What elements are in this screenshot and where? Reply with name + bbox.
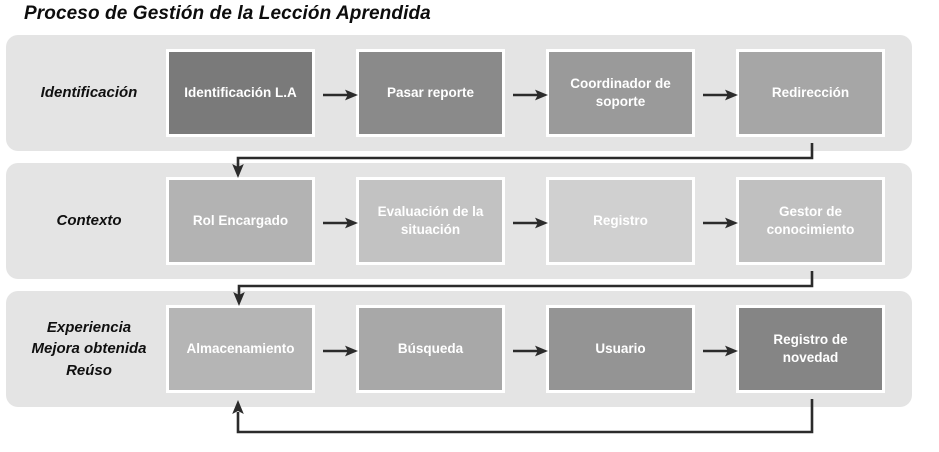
stage-label-line: Contexto <box>56 212 122 230</box>
process-box-label: Identificación L.A <box>184 85 297 101</box>
process-box-pasar-reporte[interactable]: Pasar reporte <box>356 49 505 137</box>
process-box-label: Redirección <box>771 85 850 101</box>
process-box-label: Registro <box>593 213 648 229</box>
process-box-registro-de-novedad[interactable]: Registro de novedad <box>736 305 885 393</box>
process-box-label: Pasar reporte <box>386 85 475 101</box>
stage-label-line: Mejora obtenida <box>31 340 147 358</box>
arrow-right-icon <box>703 217 738 229</box>
process-box-label: Evaluación de la situación <box>377 204 484 237</box>
process-box-label: Rol Encargado <box>192 213 289 229</box>
arrow-right-icon <box>323 345 358 357</box>
process-row-identificacion: Identificación Identificación L.A Pasar … <box>6 35 912 151</box>
page-title: Proceso de Gestión de la Lección Aprendi… <box>24 3 431 24</box>
stage-label-contexto: Contexto <box>14 163 164 279</box>
process-box-identificacion-la[interactable]: Identificación L.A <box>166 49 315 137</box>
stage-label-line: Identificación <box>40 84 138 102</box>
process-box-label: Almacenamiento <box>186 341 295 357</box>
arrow-right-icon <box>323 89 358 101</box>
stage-label-experiencia: Experiencia Mejora obtenida Reúso <box>14 291 164 407</box>
process-box-rol-encargado[interactable]: Rol Encargado <box>166 177 315 265</box>
process-row-contexto: Contexto Rol Encargado Evaluación de la … <box>6 163 912 279</box>
process-box-coordinador-de-soporte[interactable]: Coordinador de soporte <box>546 49 695 137</box>
arrow-right-icon <box>513 345 548 357</box>
process-box-label: Registro de novedad <box>773 332 848 365</box>
stage-label-identificacion: Identificación <box>14 35 164 151</box>
stage-label-line: Reúso <box>66 361 112 379</box>
process-box-gestor-de-conocimiento[interactable]: Gestor de conocimiento <box>736 177 885 265</box>
process-box-almacenamiento[interactable]: Almacenamiento <box>166 305 315 393</box>
process-box-usuario[interactable]: Usuario <box>546 305 695 393</box>
process-box-registro[interactable]: Registro <box>546 177 695 265</box>
process-box-busqueda[interactable]: Búsqueda <box>356 305 505 393</box>
process-box-evaluacion-de-la-situacion[interactable]: Evaluación de la situación <box>356 177 505 265</box>
arrow-right-icon <box>513 89 548 101</box>
process-box-label: Gestor de conocimiento <box>766 204 855 237</box>
arrow-right-icon <box>703 345 738 357</box>
process-row-experiencia: Experiencia Mejora obtenida Reúso Almace… <box>6 291 912 407</box>
process-box-label: Coordinador de soporte <box>570 76 671 109</box>
arrow-right-icon <box>703 89 738 101</box>
arrow-right-icon <box>513 217 548 229</box>
process-box-redireccion[interactable]: Redirección <box>736 49 885 137</box>
arrow-right-icon <box>323 217 358 229</box>
process-box-label: Búsqueda <box>397 341 464 357</box>
stage-label-line: Experiencia <box>46 319 132 337</box>
process-box-label: Usuario <box>595 341 646 357</box>
